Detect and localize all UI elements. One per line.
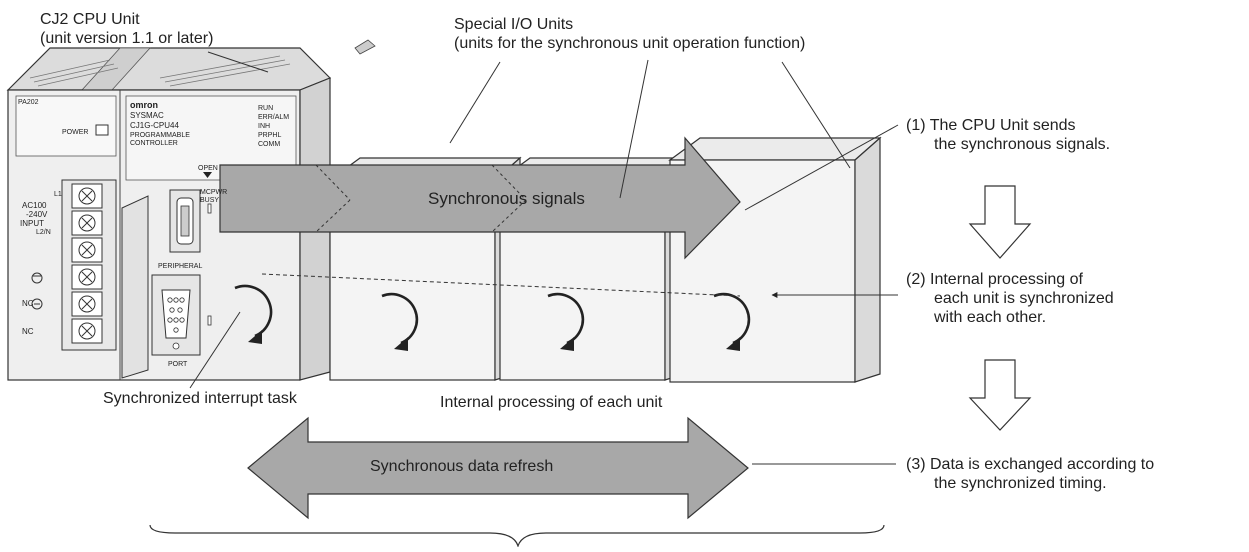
ac-l1: L1 [54, 191, 62, 198]
sync-dashed-line [261, 273, 741, 297]
cycle-icon-cpu [234, 284, 273, 338]
led-err: ERR/ALM [258, 114, 289, 121]
step-2-line-2: each unit is synchronized [934, 290, 1114, 307]
ps-model: PA202 [18, 99, 39, 106]
step-1-line-1: (1) The CPU Unit sends [906, 117, 1076, 134]
flow-down-arrow-1 [968, 185, 1032, 259]
step-3: (3) Data is exchanged according to the s… [906, 455, 1154, 493]
special-units-label: Special I/O Units (units for the synchro… [454, 15, 805, 53]
led-comm: COMM [258, 141, 280, 148]
model-label: CJ1G-CPU44 [130, 121, 179, 130]
led-run: RUN [258, 105, 273, 112]
nc-2: NC [22, 327, 34, 336]
mcpwr-label: MCPWR [200, 189, 227, 196]
led-prphl: PRPHL [258, 132, 281, 139]
cycle-icon-unit3 [713, 292, 751, 345]
special-units-title: Special I/O Units [454, 16, 574, 33]
brand-label: omron [130, 100, 158, 110]
interrupt-task-label: Synchronized interrupt task [103, 390, 297, 407]
step-2: (2) Internal processing of each unit is … [906, 270, 1114, 327]
nc-1: NC [22, 299, 34, 308]
step-3-line-2: the synchronized timing. [934, 475, 1107, 492]
ground-icon [31, 272, 43, 310]
bottom-brace [149, 524, 885, 549]
sync-signals-arrow [219, 136, 741, 260]
step-2-line-1: (2) Internal processing of [906, 271, 1083, 288]
leader-lines [189, 51, 899, 465]
processing-cycles [234, 284, 751, 345]
cycle-icon-unit2 [547, 292, 585, 345]
cpu-unit-label: CJ2 CPU Unit (unit version 1.1 or later) [40, 10, 213, 48]
power-label: POWER [62, 129, 88, 136]
busy-label: BUSY [200, 197, 219, 204]
step-1: (1) The CPU Unit sends the synchronous s… [906, 116, 1110, 154]
special-units-subtitle: (units for the synchronous unit operatio… [454, 35, 806, 52]
open-label: OPEN [198, 165, 218, 172]
led-inh: INH [258, 123, 270, 130]
caption-2: CONTROLLER [130, 140, 178, 147]
cpu-rack [6, 39, 376, 381]
ac-100: AC100 [22, 201, 47, 210]
internal-processing-label: Internal processing of each unit [440, 394, 663, 411]
flow-down-arrow-2 [968, 359, 1032, 431]
step-1-line-2: the synchronous signals. [934, 136, 1111, 153]
cpu-unit-subtitle: (unit version 1.1 or later) [40, 30, 214, 47]
ac-input: INPUT [20, 219, 44, 228]
sync-signals-label: Synchronous signals [428, 189, 585, 208]
step-2-line-3: with each other. [934, 309, 1047, 326]
caption-1: PROGRAMMABLE [130, 132, 190, 139]
cycle-icon-unit1 [381, 292, 419, 345]
ac-l2n: L2/N [36, 229, 51, 236]
port-label: PORT [168, 361, 188, 368]
sync-refresh-label: Synchronous data refresh [370, 458, 554, 475]
cpu-unit-title: CJ2 CPU Unit [40, 11, 140, 28]
peripheral-label: PERIPHERAL [158, 263, 202, 270]
ac-240: -240V [26, 210, 48, 219]
cpu-panel-text: PA202 POWER omron SYSMAC CJ1G-CPU44 PROG… [18, 99, 289, 368]
sync-refresh-arrow [247, 416, 749, 520]
special-unit-3 [668, 136, 882, 383]
series-label: SYSMAC [130, 111, 164, 120]
step-3-line-1: (3) Data is exchanged according to [906, 456, 1155, 473]
